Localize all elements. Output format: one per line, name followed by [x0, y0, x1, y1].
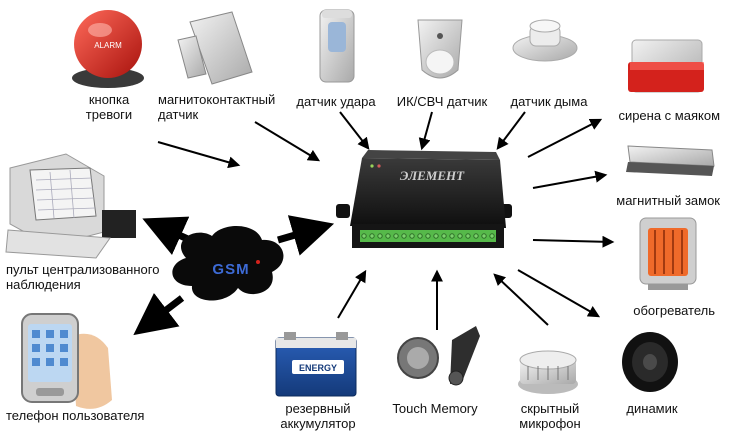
arrow-gsm-to-console — [142, 216, 192, 255]
battery-brand: ENERGY — [299, 363, 337, 373]
arrow-battery — [337, 269, 367, 319]
arrow-gsm-to-phone — [133, 292, 185, 336]
controller-brand: ЭЛЕМЕНТ — [400, 168, 465, 183]
arrow-heater — [532, 235, 615, 248]
arrow-magnetic-contact — [254, 121, 321, 162]
svg-text:ALARM: ALARM — [94, 41, 122, 50]
label-magnetic-contact: магнитоконтактный датчик — [158, 92, 276, 122]
label-smoke-sensor: датчик дыма — [510, 94, 588, 109]
arrow-ir-sensor — [418, 111, 433, 151]
arrow-speaker — [517, 269, 601, 318]
gsm-label: GSM — [212, 261, 249, 278]
arrow-smoke-sensor — [496, 111, 526, 150]
label-speaker: динамик — [626, 401, 678, 416]
smoke-detector-icon — [512, 19, 578, 62]
arrow-panic-button — [157, 141, 241, 169]
terminal-block — [360, 230, 496, 242]
label-user-phone: телефон пользователя — [6, 408, 145, 423]
smartphone-icon — [21, 313, 112, 409]
label-panic-button: кнопка тревоги — [85, 92, 133, 122]
label-monitoring-console: пульт централизованного наблюдения — [6, 262, 160, 292]
heater-icon — [639, 217, 697, 290]
magnetic-contact-icon — [177, 11, 253, 85]
label-heater: обогреватель — [633, 303, 715, 318]
shock-sensor-icon — [319, 9, 355, 83]
computer-icon — [5, 153, 136, 259]
label-siren: сирена с маяком — [618, 108, 720, 123]
microphone-icon — [518, 350, 578, 394]
label-touch-memory: Touch Memory — [392, 401, 478, 416]
label-shock-sensor: датчик удара — [296, 94, 376, 109]
touch-memory-icon — [397, 326, 480, 386]
siren-icon — [628, 39, 704, 93]
gsm-cloud: GSM — [172, 225, 284, 301]
connection-arrows — [157, 111, 615, 330]
magnetic-lock-icon — [626, 145, 715, 176]
label-hidden-mic: скрытный микрофон — [519, 401, 581, 431]
arrow-siren — [527, 118, 603, 158]
motion-sensor-icon — [417, 19, 463, 79]
label-battery: резервный аккумулятор — [280, 401, 356, 431]
label-ir-sensor: ИК/СВЧ датчик — [396, 94, 488, 109]
controller-unit: ЭЛЕМЕНТ — [336, 150, 512, 248]
label-magnetic-lock: магнитный замок — [616, 193, 720, 208]
arrow-hidden-mic — [493, 273, 549, 326]
arrow-magnetic-lock — [532, 170, 608, 189]
gsm-arrows — [133, 215, 335, 336]
arrow-shock-sensor — [339, 111, 370, 150]
battery-icon: ENERGY — [275, 332, 357, 397]
alarm-button-icon: ALARM — [72, 10, 144, 88]
speaker-icon — [622, 332, 678, 392]
arrow-gsm-to-controller — [277, 215, 335, 256]
